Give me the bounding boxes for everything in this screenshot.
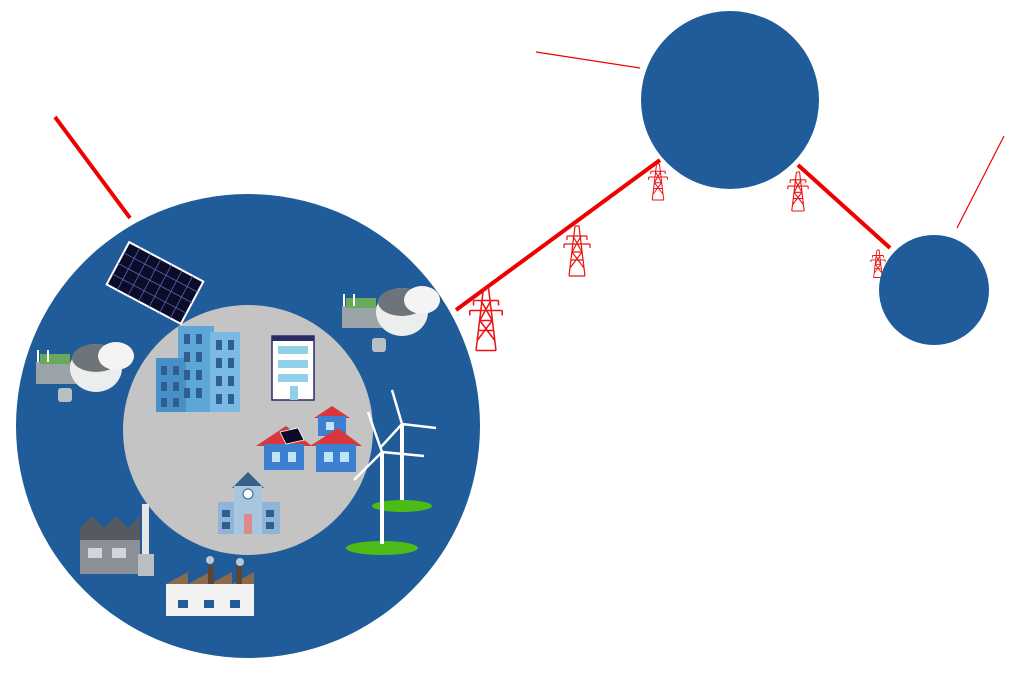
wind-turbine-icon	[372, 389, 437, 512]
house-with-solar-roof-icon	[256, 426, 312, 470]
industrial-plant-icon	[80, 504, 154, 576]
line-top-node-to-right-node	[796, 163, 892, 250]
factory-icon	[166, 556, 254, 616]
line-top-node-offscreen	[535, 51, 641, 69]
line-microgrid-offscreen	[53, 115, 132, 220]
transmission-tower-icon	[787, 171, 809, 212]
biogas-plant-icon	[36, 342, 134, 402]
solar-panel-icon	[105, 240, 205, 326]
transmission-lines	[53, 51, 1005, 312]
biogas-plant-icon	[342, 286, 440, 352]
house-icon	[310, 428, 362, 472]
transmission-tower-icon	[870, 249, 886, 278]
apartment-building-icon	[271, 335, 315, 401]
microgrid	[16, 194, 480, 658]
transmission-tower-icon	[563, 225, 591, 277]
wind-turbine-icon	[346, 411, 425, 555]
grid-node-right	[879, 235, 989, 345]
grid-node-top	[641, 11, 819, 189]
transmission-towers	[469, 163, 886, 352]
transmission-tower-icon	[469, 287, 503, 352]
transmission-tower-icon	[648, 163, 668, 201]
school-building-icon	[218, 472, 280, 534]
office-building-icon	[156, 326, 240, 412]
line-right-node-offscreen	[956, 135, 1005, 229]
line-microgrid-to-top-node	[454, 158, 662, 312]
